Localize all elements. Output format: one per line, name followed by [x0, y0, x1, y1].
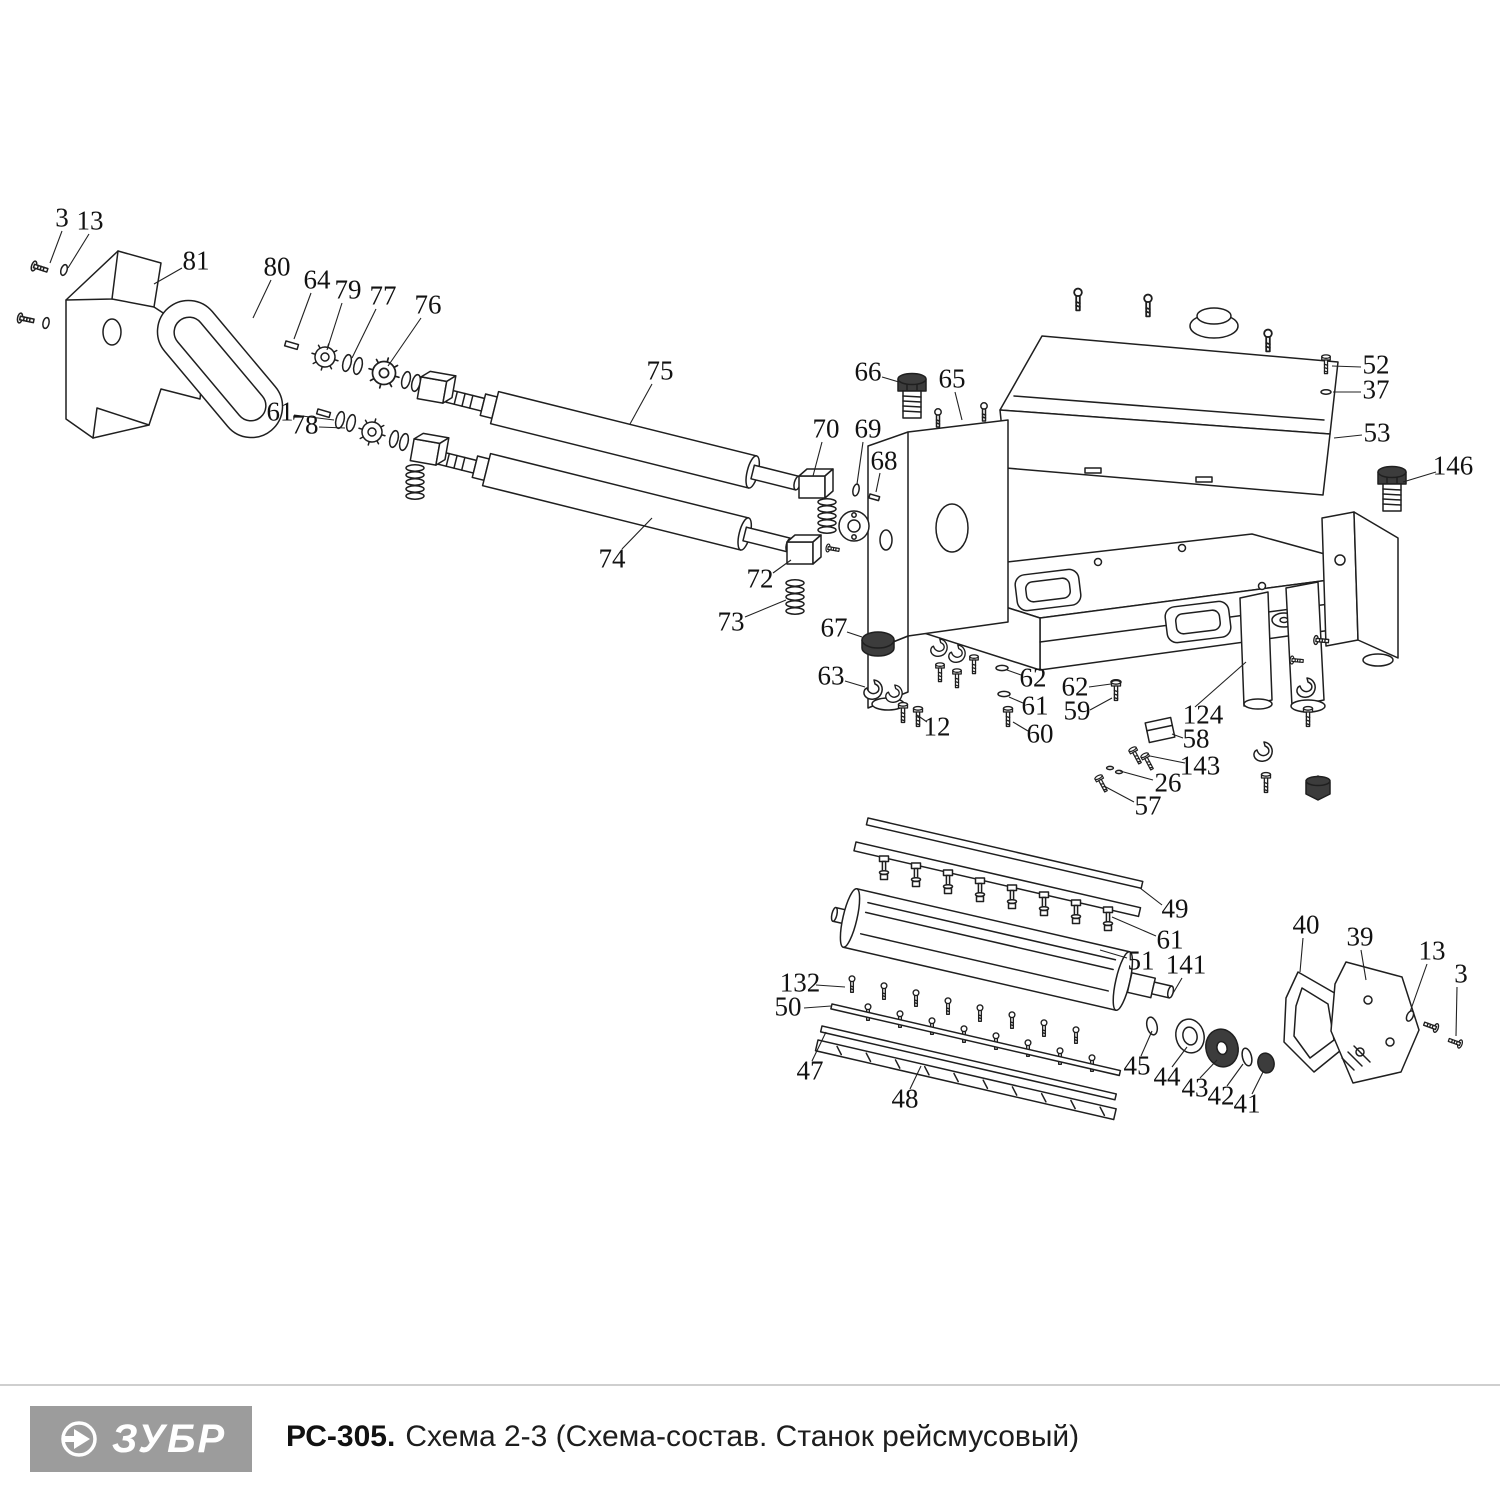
leader-line-62 [1006, 669, 1022, 676]
model-number: РС-305. [286, 1420, 396, 1453]
leader-line-53 [1333, 434, 1363, 439]
leader-line-69 [856, 441, 864, 485]
leader-line-48 [909, 1065, 922, 1090]
footer-bar: ЗУБР РС-305. Схема 2-3 (Схема-состав. Ста… [0, 1402, 1500, 1480]
foot-cap [861, 631, 895, 657]
leader-line-58 [1171, 733, 1184, 739]
brand-name: ЗУБР [111, 1417, 227, 1461]
leader-line-132 [815, 984, 846, 988]
leader-line-39 [1360, 949, 1367, 981]
base-hardware [861, 631, 1331, 801]
leader-line-70 [812, 441, 823, 477]
leader-line-74 [621, 517, 653, 550]
footer-divider [0, 1384, 1500, 1386]
leader-line-76 [387, 317, 422, 367]
main-frame-assembly [867, 287, 1407, 713]
leader-line-72 [772, 559, 792, 574]
feed-rollers-assembly [283, 339, 881, 615]
leader-line-65 [954, 391, 963, 421]
leader-line-61 [1008, 696, 1024, 704]
leader-line-13 [67, 233, 90, 269]
leader-line-73 [744, 599, 787, 618]
leader-line-42 [1226, 1063, 1244, 1087]
leader-line-78 [318, 426, 346, 429]
hex-nut [1305, 775, 1331, 801]
leader-line-45 [1140, 1030, 1153, 1057]
knob-66 [897, 372, 927, 419]
leader-line-40 [1299, 937, 1304, 973]
leader-line-64 [293, 292, 312, 340]
leader-line-143 [1149, 755, 1186, 764]
leader-line-80 [252, 279, 272, 319]
belt-cover-outer [1330, 961, 1420, 1084]
brand-logo: ЗУБР [30, 1406, 252, 1472]
diagram-caption: РС-305. Схема 2-3 (Схема-состав. Станок р… [286, 1420, 1079, 1454]
cutter-drum [830, 887, 1175, 1012]
leader-line-146 [1402, 471, 1437, 483]
leader-lines [49, 230, 1458, 1095]
bearing [1175, 1018, 1205, 1054]
leader-line-57 [1103, 785, 1135, 803]
feed-roller-lower [435, 450, 794, 553]
leader-line-61 [1111, 916, 1157, 937]
knob-146 [1377, 465, 1407, 512]
leader-line-62 [1088, 683, 1112, 688]
leader-line-3 [1455, 986, 1458, 1037]
leader-line-79 [326, 302, 343, 351]
leader-line-26 [1119, 770, 1154, 781]
shaft-nut [1257, 1052, 1275, 1074]
leader-line-52 [1331, 365, 1362, 368]
leader-line-3 [49, 230, 63, 264]
pulley [1205, 1028, 1239, 1068]
leader-line-50 [803, 1005, 832, 1009]
zubr-arrow-icon [56, 1416, 102, 1462]
leader-line-66 [881, 376, 900, 383]
feed-roller-upper [443, 388, 802, 491]
cutter-head-assembly [814, 817, 1465, 1121]
leader-line-60 [1012, 721, 1029, 732]
leader-line-41 [1251, 1071, 1264, 1095]
leader-line-75 [629, 383, 653, 425]
leader-line-49 [1139, 887, 1163, 906]
leader-line-13 [1409, 963, 1428, 1013]
leader-line-77 [351, 308, 377, 359]
leader-line-61 [293, 414, 335, 421]
leader-line-81 [153, 267, 183, 285]
caption-subtitle: Схема 2-3 (Схема-состав. Станок рейсмусо… [405, 1420, 1080, 1453]
leader-line-124 [1194, 661, 1247, 708]
leader-line-12 [916, 714, 928, 723]
leader-line-67 [846, 631, 863, 638]
leader-line-63 [844, 680, 866, 688]
leader-line-51 [1099, 949, 1128, 959]
leader-line-59 [1089, 697, 1113, 711]
leader-line-141 [1171, 977, 1183, 996]
leader-line-43 [1199, 1059, 1218, 1079]
leader-line-47 [811, 1031, 827, 1062]
drive-belt [156, 299, 284, 439]
leader-line-44 [1171, 1046, 1188, 1068]
bracket-assembly [15, 250, 284, 439]
leader-line-68 [875, 472, 881, 493]
